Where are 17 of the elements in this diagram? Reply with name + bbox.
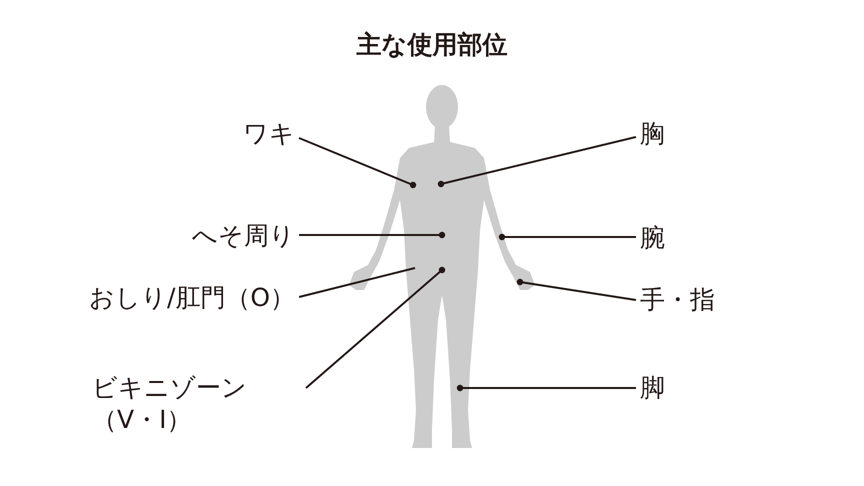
leader-line [498,234,636,240]
body-part-label: おしり/肛門（O） [85,282,300,314]
leader-line [305,266,446,389]
body-part-label: へそ周り [188,220,299,252]
leader-line [298,267,416,298]
diagram-title: 主な使用部位 [356,29,508,61]
leader-line [298,137,416,188]
body-part-label: 脚 [636,372,669,404]
body-part-label: 手・指 [636,284,719,316]
body-part-label: 腕 [636,222,669,254]
leader-line [438,136,636,188]
leader-line [456,384,636,392]
body-part-label: ワキ [239,118,299,150]
body-part-label: 胸 [636,118,669,150]
leader-line [516,278,636,301]
body-part-label: ビキニゾーン（V・I） [88,372,306,436]
leader-line [299,232,446,238]
